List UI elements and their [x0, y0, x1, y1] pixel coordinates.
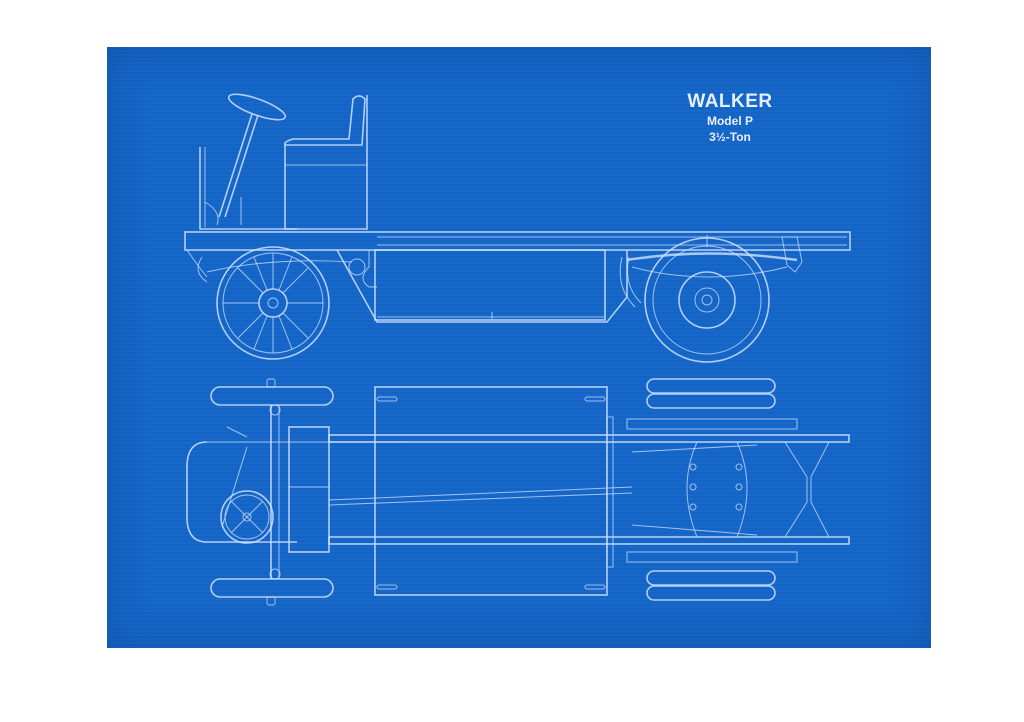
capacity-label: 3½-Ton	[709, 130, 751, 144]
plan-view	[186, 378, 850, 606]
blueprint-sheet: WALKER Model P 3½-Ton	[107, 47, 931, 648]
make-title: WALKER	[687, 91, 773, 112]
truck-chassis-drawing	[184, 93, 851, 606]
side-elevation-view	[184, 93, 851, 363]
title-block: WALKER Model P 3½-Ton	[665, 91, 795, 145]
model-label: Model P	[706, 114, 753, 128]
